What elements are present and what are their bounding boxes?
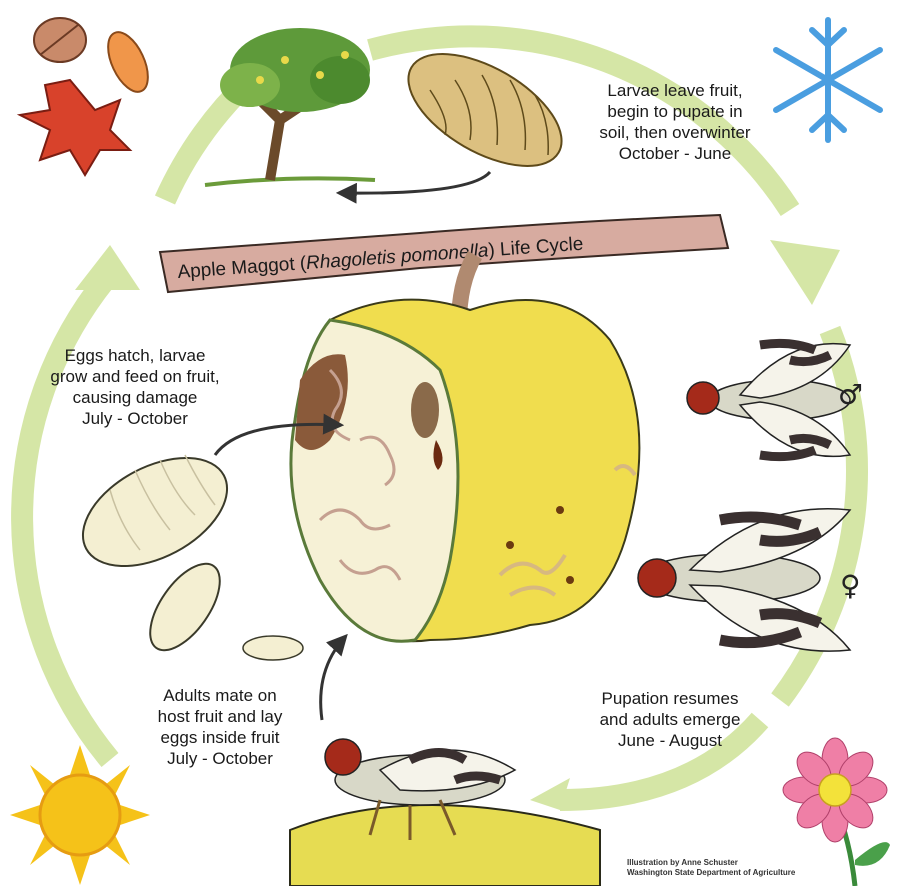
- male-symbol: ♂: [838, 378, 863, 411]
- stage-mate-line-3: eggs inside fruit: [130, 727, 310, 748]
- stage-emerge-line-2: and adults emerge: [570, 709, 770, 730]
- female-symbol: ♀: [840, 569, 861, 602]
- stage-mate-line-1: Adults mate on: [130, 685, 310, 706]
- stage-hatch-label: Eggs hatch, larvae grow and feed on frui…: [25, 345, 245, 429]
- stage-hatch-line-4: July - October: [25, 408, 245, 429]
- illustration-credit: Illustration by Anne Schuster Washington…: [627, 858, 795, 878]
- cycle-arrowhead-left: [75, 245, 140, 290]
- sun-icon: [10, 745, 150, 885]
- female-fly-icon: [638, 509, 850, 651]
- larvae-icon: [65, 436, 303, 662]
- stage-overwinter-line-1: Larvae leave fruit,: [575, 80, 775, 101]
- apple-icon: [291, 255, 640, 641]
- cycle-arrowhead-right: [770, 240, 840, 305]
- stage-emerge-line-3: June - August: [570, 730, 770, 751]
- mating-fly-on-fruit-icon: [290, 739, 600, 886]
- stage-mate-line-4: July - October: [130, 748, 310, 769]
- stage-emerge-label: Pupation resumes and adults emerge June …: [570, 688, 770, 751]
- stage-hatch-line-2: grow and feed on fruit,: [25, 366, 245, 387]
- credit-line-1: Illustration by Anne Schuster: [627, 858, 795, 868]
- stage-hatch-line-3: causing damage: [25, 387, 245, 408]
- autumn-leaves-icon: [20, 18, 156, 175]
- stage-mate-label: Adults mate on host fruit and lay eggs i…: [130, 685, 310, 769]
- stage-hatch-line-1: Eggs hatch, larvae: [25, 345, 245, 366]
- stage-overwinter-line-4: October - June: [575, 143, 775, 164]
- stage-overwinter-label: Larvae leave fruit, begin to pupate in s…: [575, 80, 775, 164]
- stage-mate-line-2: host fruit and lay: [130, 706, 310, 727]
- arrow-fly-to-apple: [321, 637, 345, 720]
- arrow-pupa-to-soil: [340, 172, 490, 193]
- stage-overwinter-line-2: begin to pupate in: [575, 101, 775, 122]
- title-banner: Apple Maggot (Rhagoletis pomonella) Life…: [160, 215, 728, 292]
- flower-icon: [783, 738, 890, 886]
- stage-emerge-line-1: Pupation resumes: [570, 688, 770, 709]
- stage-overwinter-line-3: soil, then overwinter: [575, 122, 775, 143]
- snowflake-icon: [776, 20, 880, 140]
- male-fly-icon: [687, 343, 850, 456]
- credit-line-2: Washington State Department of Agricultu…: [627, 868, 795, 878]
